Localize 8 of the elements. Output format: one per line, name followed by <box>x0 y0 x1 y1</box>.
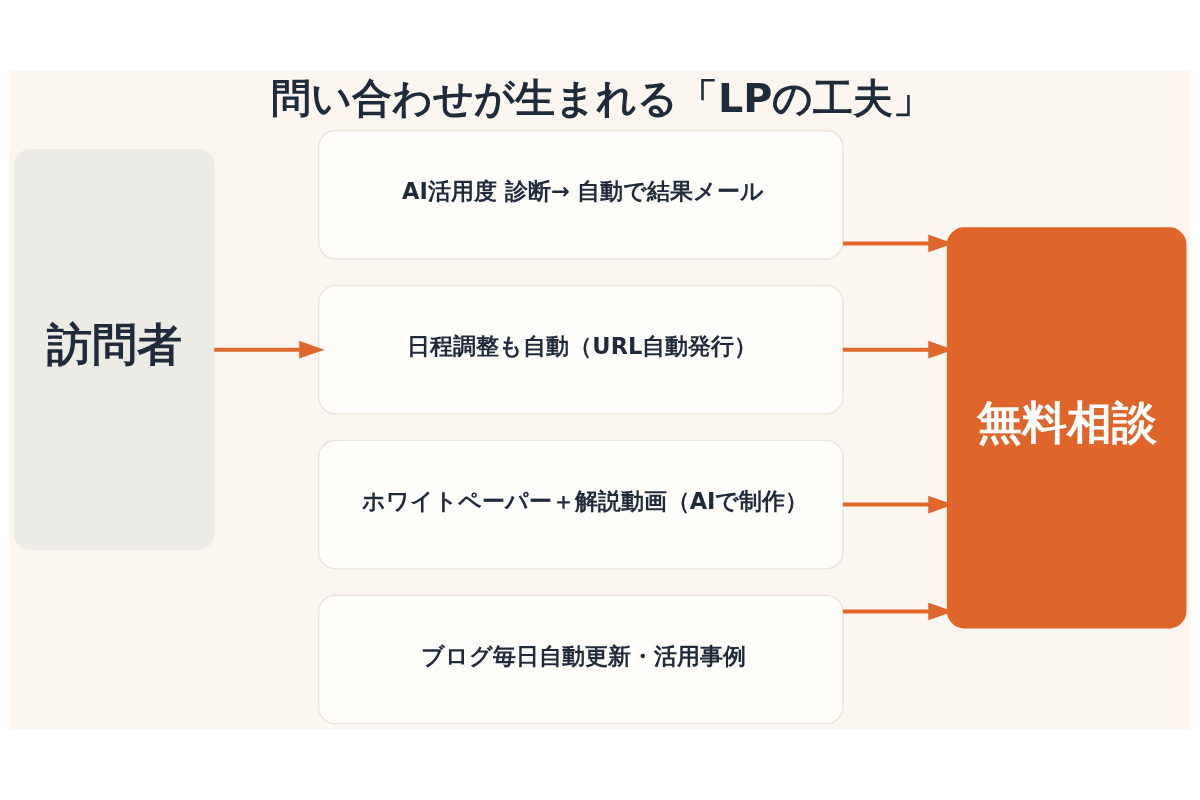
node-box: 日程調整も自動（URL自動発行） <box>318 284 844 415</box>
node-box: 訪問者 <box>13 149 215 551</box>
node-box: ホワイトペーパー＋解説動画（AIで制作） <box>318 439 844 570</box>
node-box: ブログ毎日自動更新・活用事例 <box>318 594 844 725</box>
arrow <box>214 340 325 359</box>
node-box: 無料相談 <box>946 227 1187 629</box>
node-box: AI活用度 診断→ 自動で結果メール <box>318 129 844 260</box>
diagram-title: 問い合わせが生まれる「LPの工夫」 <box>271 75 934 122</box>
